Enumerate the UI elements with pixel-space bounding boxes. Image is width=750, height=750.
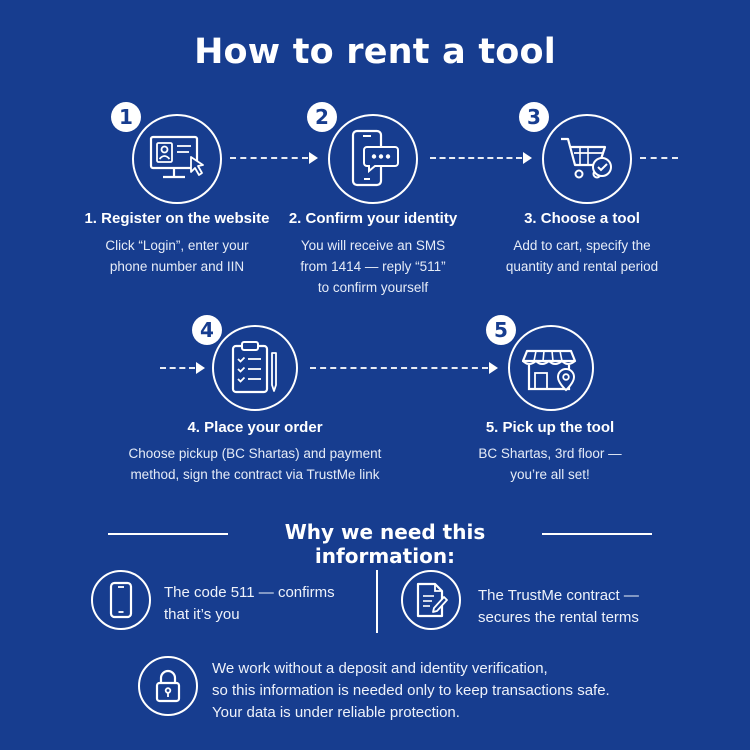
page-title: How to rent a tool: [194, 32, 556, 72]
arrow-1-2: [309, 152, 318, 164]
arrow-in-4: [196, 362, 205, 374]
why-separator: [376, 570, 378, 633]
step-5-description: BC Shartas, 3rd floor —you’re all set!: [478, 446, 622, 482]
step-2-number: 2: [307, 102, 337, 132]
connector-3-out: [640, 157, 678, 159]
step-5-title: 5. Pick up the tool: [485, 419, 615, 436]
why-item-2-text: The TrustMe contract —secures the rental…: [478, 587, 639, 626]
step-1-circle: [132, 114, 222, 204]
document-sign-icon: [416, 582, 448, 618]
note-text: We work without a deposit and identity v…: [212, 660, 610, 721]
step-3-circle: [542, 114, 632, 204]
computer-user-icon: [149, 135, 204, 179]
step-1-number: 1: [111, 102, 141, 132]
step-5-circle: [508, 325, 594, 411]
arrow-4-5: [489, 362, 498, 374]
divider-left: [108, 533, 228, 535]
step-5-number: 5: [486, 315, 516, 345]
connector-2-3: [430, 157, 522, 159]
step-3-title: 3. Choose a tool: [524, 210, 640, 227]
connector-1-2: [230, 157, 308, 159]
step-1-title: 1. Register on the website: [84, 210, 270, 227]
arrow-2-3: [523, 152, 532, 164]
note-circle: [138, 656, 198, 716]
why-item-2-circle: [401, 570, 461, 630]
why-title: Why we need this information:: [284, 520, 486, 568]
connector-in-4: [160, 367, 195, 369]
lock-icon: [155, 669, 181, 703]
step-4-title: 4. Place your order: [187, 419, 323, 436]
phone-message-icon: [351, 129, 399, 187]
step-3-number: 3: [519, 102, 549, 132]
store-location-icon: [522, 349, 577, 392]
step-4-circle: [212, 325, 298, 411]
step-2-circle: [328, 114, 418, 204]
step-4-number: 4: [192, 315, 222, 345]
step-2-title: 2. Confirm your identity: [288, 210, 458, 227]
phone-icon: [109, 581, 133, 619]
clipboard-checklist-icon: [231, 341, 277, 394]
connector-4-5: [310, 367, 488, 369]
cart-check-icon: [561, 137, 612, 179]
divider-right: [542, 533, 652, 535]
why-item-1-circle: [91, 570, 151, 630]
